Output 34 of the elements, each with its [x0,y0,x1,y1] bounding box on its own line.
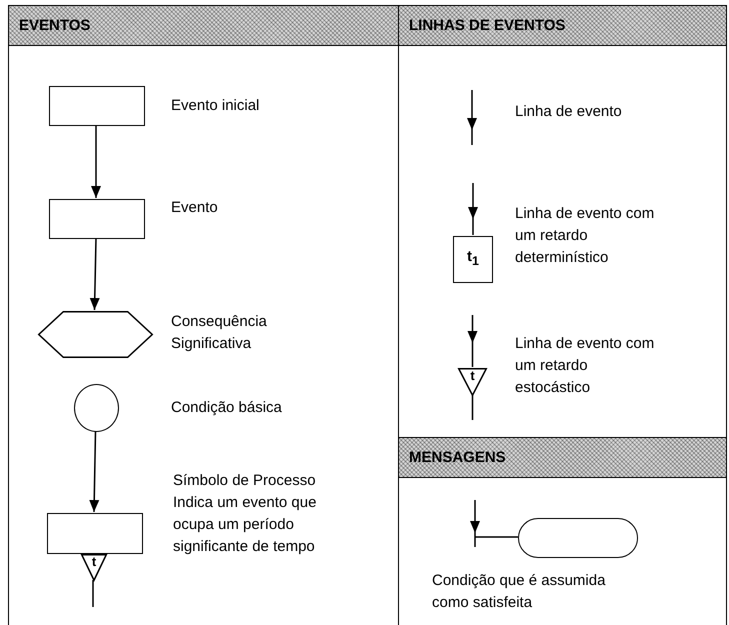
connector-line [91,125,101,198]
connector-line [475,536,518,538]
delay-symbol-text: t$_{1}$ [466,249,480,269]
symbol-description: Consequência Significativa [171,312,268,354]
symbol-description: Evento [171,198,219,218]
connector-line [90,238,100,310]
delay-symbol-text: t [469,368,476,383]
hexagon-symbol [38,311,153,358]
symbol-description: Condição básica [171,398,283,418]
connector-line [472,395,474,420]
symbol-description: Linha de evento com um retardo determinístico [515,204,656,268]
section-heading: LINHAS DE EVENTOS [399,6,726,46]
connector-line [89,430,100,512]
section-heading: MENSAGENS [399,438,726,478]
rounded-symbol [518,518,638,558]
legend-panel [8,5,399,625]
legend-panel [399,5,727,437]
symbol-description: Linha de evento com um retardo estocástico [515,334,656,398]
symbol-description: Condição que é assumida como satisfeita [432,571,606,613]
connector-line [92,580,94,607]
connector-line [472,222,474,235]
delay-triangle [81,554,107,581]
symbol-description: Linha de evento [515,102,622,122]
circle-symbol [74,384,119,432]
event-box [49,199,145,239]
connector-line [472,345,474,367]
delay-triangle [458,368,487,396]
delay-symbol-text: t [90,554,98,569]
legend-panel [399,437,727,625]
delay-box [453,236,493,283]
symbol-description: Símbolo de Processo Indica um evento que ocupa um período significante de tempo [173,471,318,557]
section-heading: EVENTOS [9,6,398,46]
event-box [49,86,145,126]
symbol-description: Evento inicial [171,96,260,116]
